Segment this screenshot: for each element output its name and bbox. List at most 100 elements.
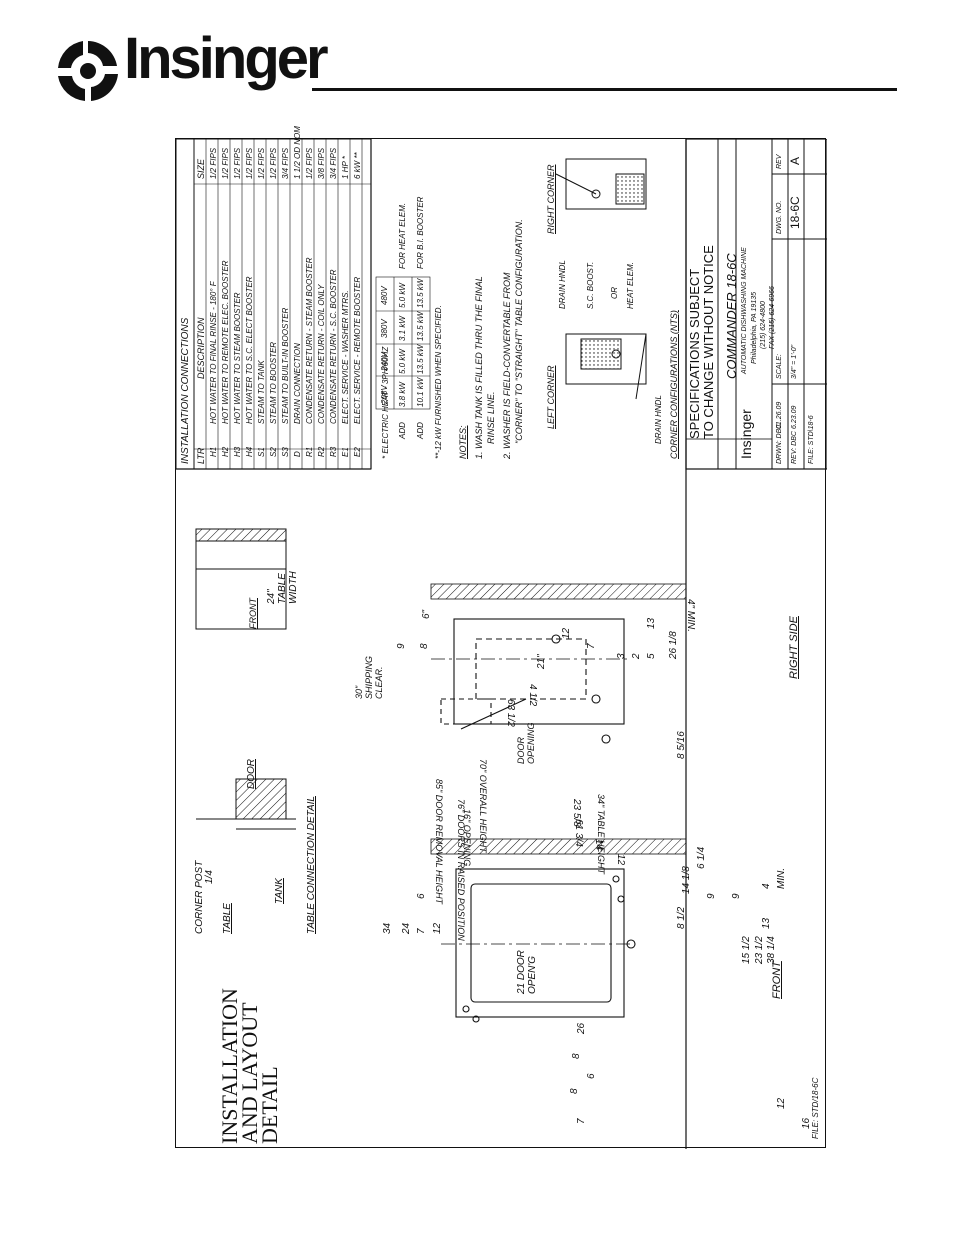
front-dim: 26 — [576, 1022, 587, 1034]
front-dim: 23 1/2 — [754, 936, 765, 964]
dim-8-5-16: 8 5/16 — [676, 731, 687, 759]
conn-size: 6 kW ** — [353, 152, 362, 179]
heat-voltage: 480V — [380, 286, 389, 305]
rev-date: 6.23.09 — [791, 405, 798, 429]
file-label: FILE: STD/18-6C — [811, 1077, 820, 1139]
conn-desc: STEAM TO TANK — [257, 360, 266, 424]
dim-8-side: 8 — [419, 643, 430, 649]
model-name: COMMANDER 18-6C — [724, 253, 739, 379]
dwg-no: 18-6C — [788, 196, 802, 229]
conn-size: 3/4 FIPS — [329, 147, 338, 179]
table-width-label: 24" TABLE WIDTH — [266, 571, 299, 604]
conn-desc: CONDENSATE RETURN - STEAM BOOSTER — [305, 257, 314, 424]
city: Philadelphia, PA 19135 — [751, 292, 758, 364]
conn-ltr: R1 — [305, 446, 314, 457]
conn-size: 1/2 FIPS — [305, 147, 314, 179]
rev-value: A — [788, 156, 802, 165]
heat-row-label: ADD — [416, 422, 425, 439]
front-dim: 12 — [776, 1097, 787, 1109]
page-header: Insinger — [0, 0, 954, 110]
drawing-title: INSTALLATION AND LAYOUT DETAIL — [217, 988, 282, 1144]
opening-16: 16" OPENING — [462, 809, 472, 867]
dim-12b-side: 12 — [615, 854, 626, 866]
electric-heat-footnote: **-12 kW FURNISHED WHEN SPECIFIED. — [434, 305, 443, 459]
table-label: TABLE — [222, 903, 233, 934]
shipping-clear: 30" SHIPPING CLEAR. — [354, 655, 384, 699]
front-dim: 8 1/2 — [676, 906, 687, 929]
scale: 3/4" = 1'-0" — [791, 344, 798, 379]
table-height-label: 34" TABLE HEIGHT — [596, 794, 606, 875]
dim-14-side: 14 — [593, 839, 604, 851]
heat-voltage: 208V — [380, 385, 389, 404]
front-dim: 9 — [706, 893, 717, 899]
conn-desc: HOT WATER TO S.C. ELECT BOOSTER — [245, 276, 254, 424]
front-dim: 7 — [416, 928, 427, 934]
front-dim: 6 1/4 — [696, 846, 707, 869]
conn-desc: STEAM TO BUILT-IN BOOSTER — [281, 307, 290, 424]
front-dim: 8 — [571, 1053, 582, 1059]
fax: FAX (215) 624-6966 — [769, 286, 776, 349]
conn-desc: HOT WATER TO REMOTE ELEC. BOOSTER — [221, 260, 230, 424]
or-label: OR — [610, 287, 619, 299]
dim-61-3-4: 61 3/4 — [573, 819, 584, 847]
phone: (215) 624-4800 — [760, 301, 767, 349]
dim-4-half: 4 1/2 — [527, 684, 538, 707]
heat-value: 10.1 kW — [416, 377, 425, 407]
drain-hndl-label: DRAIN HNDL — [558, 260, 567, 309]
drain-hndl2-label: DRAIN HNDL — [654, 395, 663, 444]
conn-ltr: H1 — [209, 446, 218, 457]
conn-ltr: S1 — [257, 447, 266, 457]
right-corner-label: RIGHT CORNER — [546, 164, 556, 235]
conn-ltr: D — [293, 451, 302, 457]
dim-12-side: 12 — [561, 627, 572, 639]
door-open-label: 21 DOOR OPEN'G — [516, 950, 538, 994]
note-1a: 1. WASH TANK IS FILLED THRU THE FINAL — [474, 276, 484, 459]
col-ltr: LTR — [196, 447, 206, 464]
drwn-date: 01.26.09 — [776, 401, 783, 429]
door-removal-dim: 85" DOOR REMOVAL HEIGHT — [434, 779, 444, 905]
conn-size: 1/2 FIPS — [209, 147, 218, 179]
front-dim: 7 — [576, 1118, 587, 1124]
tank-label: TANK — [274, 878, 285, 904]
overall-height-dim: 70" OVERALL HEIGHT — [478, 759, 488, 853]
sc-boost-label: S.C. BOOST. — [586, 261, 595, 309]
conn-ltr: H2 — [221, 446, 230, 457]
dim-26-side: 26 1/8 — [668, 631, 679, 659]
front-dim: 12 — [432, 922, 443, 934]
conn-ltr: R2 — [317, 446, 326, 457]
dim-5-side: 5 — [646, 653, 657, 659]
conn-desc: CONDENSATE RETURN - S.C. BOOSTER — [329, 269, 338, 424]
conn-size: 1/2 FIPS — [269, 147, 278, 179]
dim-7-side: 7 — [586, 643, 597, 649]
heat-value: 13.5 kW — [416, 278, 425, 308]
door-opening-label: DOOR OPENING — [516, 722, 536, 764]
model-subtitle: AUTOMATIC DISHWASHING MACHINE — [741, 247, 748, 374]
heat-value: 5.0 kW — [398, 349, 407, 374]
heat-voltage: 380V — [380, 319, 389, 338]
heat-voltage: 240V — [380, 352, 389, 371]
left-corner-label: LEFT CORNER — [546, 365, 556, 429]
conn-ltr: S2 — [269, 447, 278, 457]
conn-size: 1/2 FIPS — [245, 147, 254, 179]
conn-ltr: S3 — [281, 447, 290, 457]
brand-wordmark: Insinger — [124, 26, 329, 91]
col-desc: DESCRIPTION — [196, 317, 206, 379]
drawing-svg — [176, 139, 827, 1149]
front-dim: 14 1/8 — [681, 866, 692, 894]
conn-desc: STEAM TO BOOSTER — [269, 341, 278, 424]
dwg-label: DWG. NO. — [776, 200, 783, 234]
front-dim: 9 — [731, 893, 742, 899]
conn-size: 1 HP * — [341, 156, 350, 179]
conn-desc: CONDENSATE RETURN - COIL ONLY — [317, 284, 326, 424]
scale-label: SCALE: — [776, 354, 783, 379]
table-connection-caption: TABLE CONNECTION DETAIL — [306, 796, 317, 934]
front-dim: 38 1/4 — [766, 936, 777, 964]
conn-desc: HOT WATER TO FINAL RINSE - 180° F — [209, 281, 218, 424]
corner-dim: 1/4 — [204, 870, 215, 884]
conn-ltr: H4 — [245, 446, 254, 457]
conn-ltr: E2 — [353, 447, 362, 457]
floor-hatch-side — [430, 583, 687, 600]
front-dim: 34 — [382, 922, 393, 934]
heat-row-note: FOR HEAT ELEM. — [398, 202, 407, 269]
front-dim: 24 — [401, 922, 412, 934]
